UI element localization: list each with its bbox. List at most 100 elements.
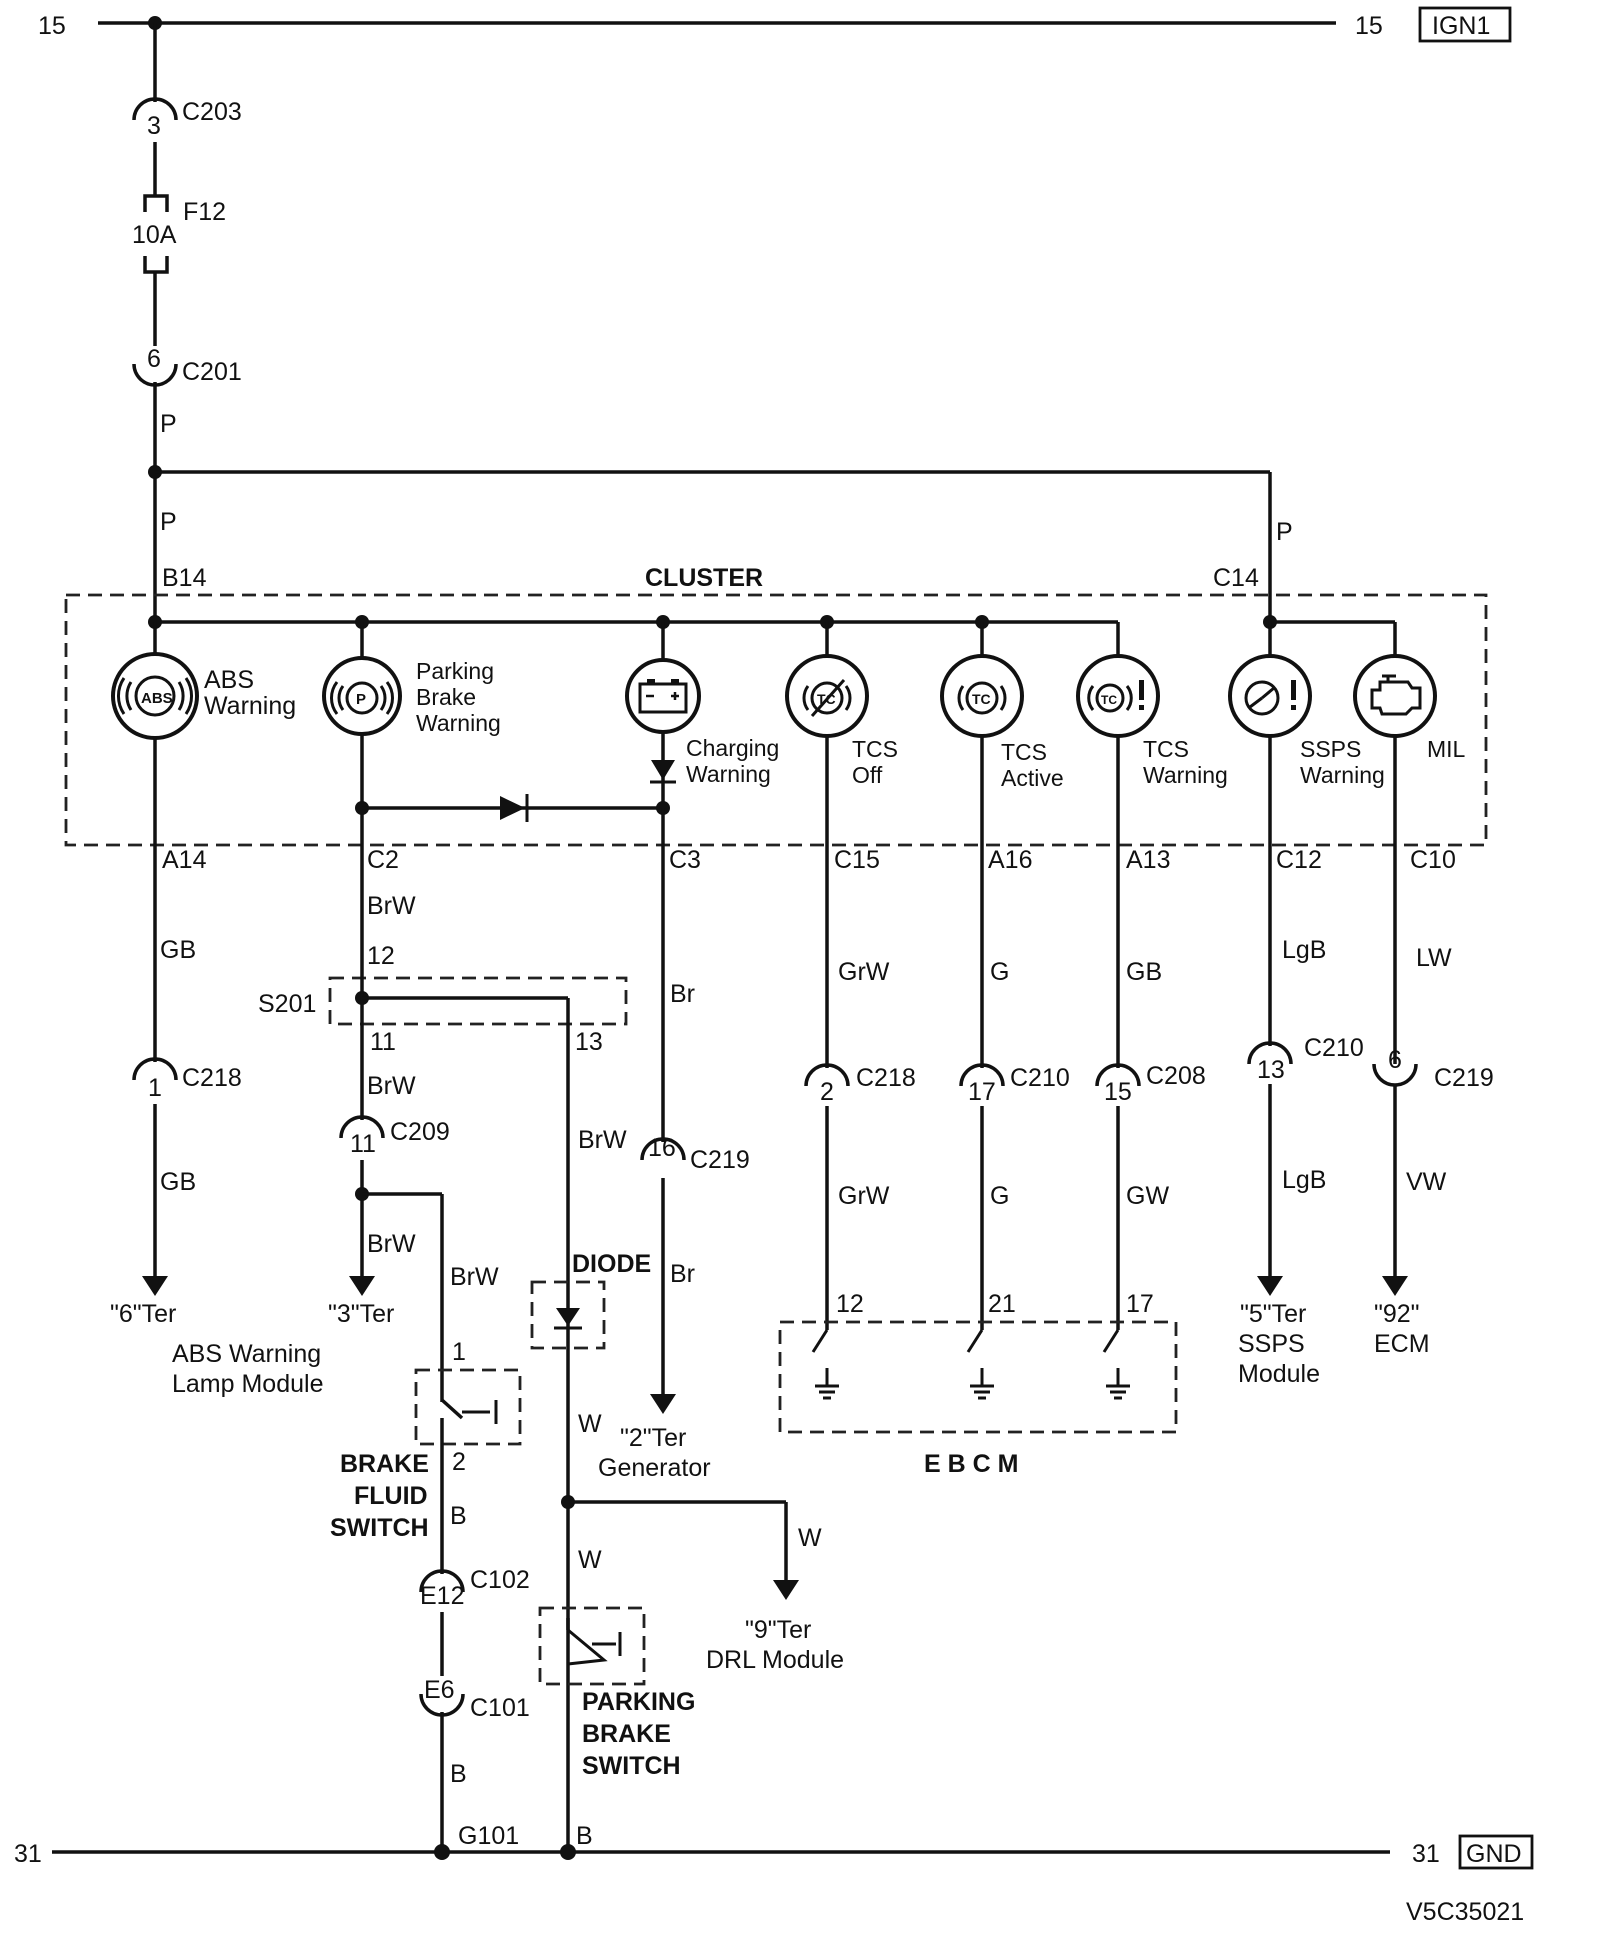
cluster-box bbox=[64, 593, 1488, 847]
pin-c15: C15 bbox=[834, 846, 880, 874]
charging-ter-label: "2"Ter bbox=[620, 1424, 686, 1452]
c210-tcs-active-label: C210 bbox=[1010, 1064, 1070, 1092]
parking-lamp-label-1: Parking bbox=[416, 658, 494, 684]
c209-connector-symbol bbox=[339, 1115, 385, 1139]
tcs-off-icon: TC bbox=[802, 679, 852, 717]
document-code: V5C35021 bbox=[1406, 1898, 1524, 1926]
g101-label: G101 bbox=[458, 1822, 519, 1850]
mil-wire-label-lw: LW bbox=[1416, 944, 1452, 972]
brake-fluid-label-2: FLUID bbox=[354, 1482, 428, 1510]
parking-brake-switch-box bbox=[538, 1606, 646, 1686]
diode-wire-label-w-1: W bbox=[578, 1410, 602, 1438]
c101-pin: E6 bbox=[424, 1676, 455, 1704]
c208-label: C208 bbox=[1146, 1062, 1206, 1090]
fuse-bottom-symbol bbox=[143, 256, 169, 274]
c210-ssps-label: C210 bbox=[1304, 1034, 1364, 1062]
charging-lamp-circle bbox=[625, 658, 701, 734]
brake-ter-arrow-icon bbox=[349, 1276, 375, 1296]
svg-text:TC: TC bbox=[972, 691, 991, 707]
drl-dest-label: DRL Module bbox=[706, 1646, 844, 1674]
rail-31-left-label: 31 bbox=[14, 1840, 42, 1868]
pin-c12: C12 bbox=[1276, 846, 1322, 874]
tcs-active-wire-label-g-2: G bbox=[990, 1182, 1009, 1210]
c219-mil-pin: 6 bbox=[1388, 1046, 1402, 1074]
svg-text:ABS: ABS bbox=[141, 690, 173, 707]
ebcm-pin-21: 21 bbox=[988, 1290, 1016, 1318]
c219-charging-connector-symbol bbox=[640, 1137, 686, 1161]
c218-tcs-off-connector-symbol bbox=[804, 1063, 850, 1087]
abs-dest-label-2: Lamp Module bbox=[172, 1370, 323, 1398]
parking-brake-switch-label-2: BRAKE bbox=[582, 1720, 671, 1748]
parking-brake-icon: P bbox=[330, 681, 394, 715]
wire-p-3: P bbox=[1276, 518, 1293, 546]
pin-a14: A14 bbox=[162, 846, 207, 874]
tcs-active-label-2: Active bbox=[1001, 765, 1064, 791]
brake-fluid-wire-label-b: B bbox=[450, 1502, 467, 1530]
abs-wire-label-gb-1: GB bbox=[160, 936, 196, 964]
brake-fluid-wire-label-brw: BrW bbox=[450, 1263, 499, 1291]
brake-ter-label: "3"Ter bbox=[328, 1300, 394, 1328]
abs-ter-label: "6"Ter bbox=[110, 1300, 176, 1328]
cluster-diode-icon bbox=[500, 796, 525, 820]
c201-pin: 6 bbox=[147, 345, 161, 373]
brake-fluid-switch-box bbox=[414, 1368, 522, 1446]
g101-wire-label-b: B bbox=[450, 1760, 467, 1788]
ebcm-internal-switches bbox=[811, 1329, 1130, 1400]
parking-brake-switch-icon bbox=[566, 1618, 622, 1666]
abs-arrow-icon bbox=[142, 1276, 168, 1296]
parking-lamp-label-2: Brake bbox=[416, 684, 476, 710]
parking-lamp-label-3: Warning bbox=[416, 710, 501, 736]
pin-c10: C10 bbox=[1410, 846, 1456, 874]
engine-icon bbox=[1370, 674, 1422, 716]
c218-tcs-off-label: C218 bbox=[856, 1064, 916, 1092]
gnd-tag-box bbox=[1458, 1834, 1534, 1870]
c102-connector-symbol bbox=[419, 1569, 465, 1593]
brake-fluid-pin-2: 2 bbox=[452, 1448, 466, 1476]
ssps-dest-label-2: Module bbox=[1238, 1360, 1320, 1388]
charging-dest-label: Generator bbox=[598, 1454, 711, 1482]
charging-wire-label-br-2: Br bbox=[670, 1260, 695, 1288]
fuse-name: F12 bbox=[183, 198, 226, 226]
rail-15-left-label: 15 bbox=[38, 12, 66, 40]
parking-brake-warning-lamp: P Parking Brake Warning bbox=[322, 656, 501, 736]
c208-connector-symbol bbox=[1095, 1063, 1141, 1087]
tcs-warning-icon: TC bbox=[1087, 680, 1144, 713]
charging-lamp-label-2: Warning bbox=[686, 761, 771, 787]
c208-pin: 15 bbox=[1104, 1078, 1132, 1106]
ssps-label-1: SSPS bbox=[1300, 736, 1361, 762]
c102-label: C102 bbox=[470, 1566, 530, 1594]
ebcm-pin-12: 12 bbox=[836, 1290, 864, 1318]
cluster-pin-b14: B14 bbox=[162, 564, 207, 592]
s201-wire-label-brw-1: BrW bbox=[367, 1072, 416, 1100]
abs-dest-label-1: ABS Warning bbox=[172, 1340, 321, 1368]
mil-label: MIL bbox=[1427, 736, 1466, 762]
g101-dot bbox=[434, 1844, 450, 1860]
brake-fluid-pin-1: 1 bbox=[452, 1338, 466, 1366]
mil-dest-label: ECM bbox=[1374, 1330, 1430, 1358]
mil-wire-label-vw: VW bbox=[1406, 1168, 1447, 1196]
tcs-active-wire-label-g-1: G bbox=[990, 958, 1009, 986]
c101-label: C101 bbox=[470, 1694, 530, 1722]
ssps-wire-label-lgb-1: LgB bbox=[1282, 936, 1326, 964]
abs-lamp-label-1: ABS bbox=[204, 666, 254, 694]
svg-text:TC: TC bbox=[1101, 693, 1117, 707]
cluster-title: CLUSTER bbox=[645, 564, 763, 592]
charging-arrow-icon bbox=[650, 1394, 676, 1414]
wire-p-2: P bbox=[160, 508, 177, 536]
tcs-active-label-1: TCS bbox=[1001, 739, 1047, 765]
ebcm-pin-17: 17 bbox=[1126, 1290, 1154, 1318]
c219-charging-pin: 16 bbox=[648, 1134, 676, 1162]
ssps-ter-label: "5"Ter bbox=[1240, 1300, 1306, 1328]
s201-pin-11: 11 bbox=[370, 1028, 396, 1056]
fuse-top-symbol bbox=[143, 194, 169, 212]
c218-abs-connector-symbol bbox=[132, 1057, 178, 1081]
tcs-active-icon: TC bbox=[957, 681, 1007, 715]
c209-pin: 11 bbox=[350, 1130, 376, 1158]
charging-internal-diode-icon bbox=[651, 760, 675, 780]
ebcm-label: E B C M bbox=[924, 1450, 1018, 1478]
diode-icon bbox=[554, 1308, 582, 1330]
abs-icon: ABS bbox=[117, 675, 193, 717]
ign1-tag: IGN1 bbox=[1432, 12, 1490, 40]
mil-lamp: MIL bbox=[1353, 654, 1466, 762]
tcs-warning-label-2: Warning bbox=[1143, 762, 1228, 788]
